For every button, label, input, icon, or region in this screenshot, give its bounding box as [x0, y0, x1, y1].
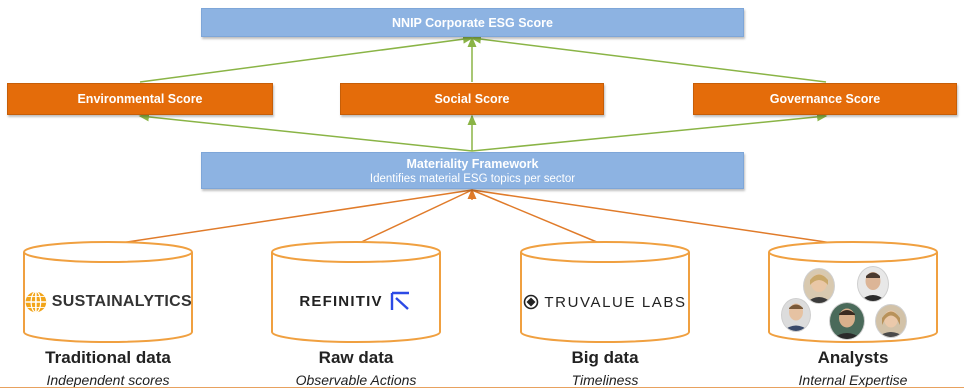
- caption-analysts-title: Analysts: [817, 348, 889, 367]
- materiality-framework-box: Materiality Framework Identifies materia…: [201, 152, 744, 189]
- truvalue-mark-icon: [524, 294, 539, 310]
- framework-title: Materiality Framework: [406, 156, 539, 171]
- arrow-framework-to-governance: [471, 112, 828, 152]
- refinitiv-wordmark: REFINITIV: [299, 292, 383, 310]
- caption-analysts-subtitle: Internal Expertise: [798, 372, 908, 388]
- analyst-photo-4: [829, 302, 865, 340]
- framework-subtitle: Identifies material ESG topics per secto…: [369, 172, 576, 185]
- caption-raw-data: Raw data Observable Actions: [256, 348, 456, 388]
- governance-score-label: Governance Score: [769, 92, 881, 106]
- cylinder-traditional-data: [23, 241, 193, 343]
- arrow-big-to-framework: [471, 189, 605, 246]
- environmental-score-label: Environmental Score: [77, 92, 203, 106]
- caption-traditional-title: Traditional data: [45, 348, 171, 367]
- analyst-photo-2: [857, 266, 889, 302]
- environmental-score-box: Environmental Score: [7, 83, 273, 115]
- caption-big-title: Big data: [571, 348, 639, 367]
- arrow-environmental-to-top: [139, 34, 474, 83]
- analyst-photos: [775, 262, 925, 342]
- governance-score-box: Governance Score: [693, 83, 957, 115]
- caption-raw-title: Raw data: [318, 348, 394, 367]
- nnip-score-title: NNIP Corporate ESG Score: [392, 15, 553, 30]
- sustainalytics-wordmark: SUSTAINALYTICS: [51, 293, 192, 310]
- caption-traditional-data: Traditional data Independent scores: [8, 348, 208, 388]
- caption-big-data: Big data Timeliness: [505, 348, 705, 388]
- caption-traditional-subtitle: Independent scores: [46, 372, 170, 388]
- analyst-photo-5: [875, 304, 907, 338]
- truvalue-labs-logo: TRUVALUE LABS: [521, 288, 689, 316]
- analyst-photo-1: [803, 268, 835, 304]
- cylinder-big-data: [520, 241, 690, 343]
- social-score-box: Social Score: [340, 83, 604, 115]
- truvalue-wordmark: TRUVALUE LABS: [544, 293, 687, 311]
- arrow-traditional-to-framework: [106, 189, 473, 246]
- arrow-analysts-to-framework: [471, 189, 847, 246]
- refinitiv-mark-icon: [390, 291, 409, 310]
- refinitiv-logo: REFINITIV: [272, 286, 440, 316]
- analyst-photo-3: [781, 298, 811, 332]
- caption-analysts: Analysts Internal Expertise: [753, 348, 953, 388]
- social-score-label: Social Score: [434, 92, 510, 106]
- nnip-corporate-esg-score-box: NNIP Corporate ESG Score: [201, 8, 744, 37]
- cylinder-raw-data: [271, 241, 441, 343]
- arrow-framework-to-environmental: [138, 112, 473, 152]
- sustainalytics-logo: SUSTAINALYTICS: [24, 284, 192, 320]
- caption-big-subtitle: Timeliness: [571, 372, 639, 388]
- bottom-rule: [0, 387, 964, 388]
- arrow-governance-to-top: [470, 34, 827, 83]
- sustainalytics-globe-icon: [25, 291, 47, 313]
- arrow-raw-to-framework: [354, 189, 473, 246]
- caption-raw-subtitle: Observable Actions: [295, 372, 417, 388]
